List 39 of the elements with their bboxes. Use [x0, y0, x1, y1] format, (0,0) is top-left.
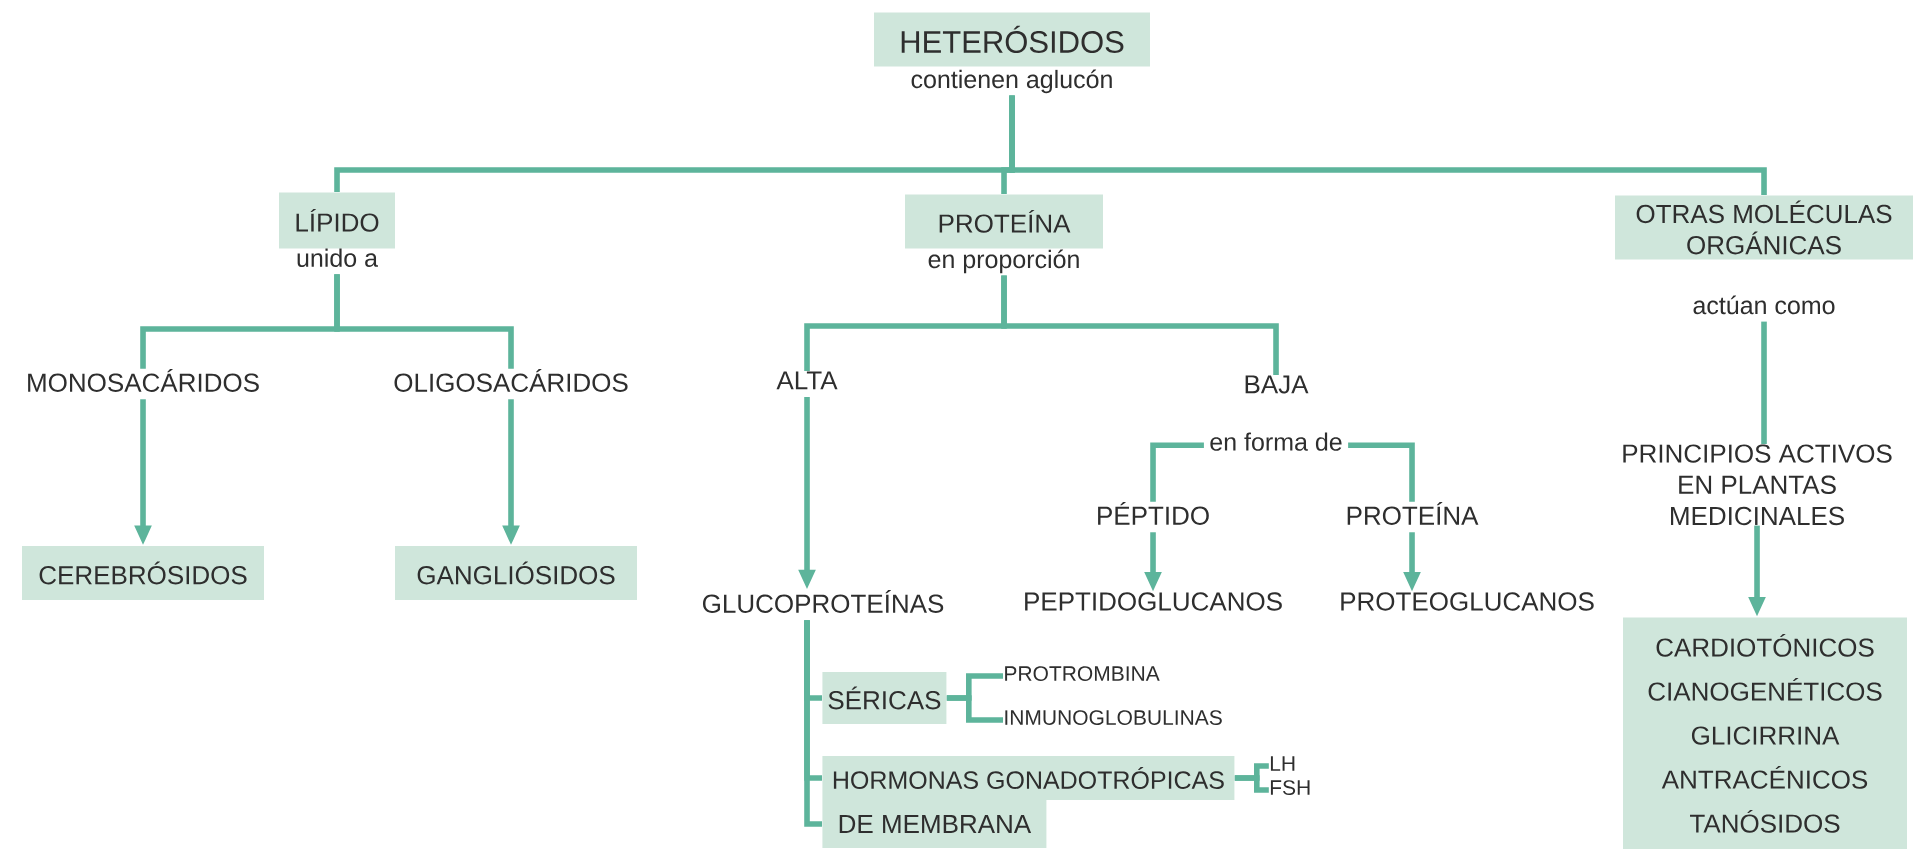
concept-label: INMUNOGLOBULINAS [1005, 710, 1222, 725]
concept-label: PEPTIDOGLUCANOS [1025, 592, 1282, 611]
node-label: actúan como [1693, 295, 1835, 315]
connector-line [946, 695, 1003, 723]
concept-box: HORMONAS GONADOTRÓPICAS [822, 756, 1235, 800]
concept-label: PÉPTIDO [1098, 502, 1209, 525]
concept-box: SÉRICAS [822, 672, 947, 724]
node-label: en proporción [928, 249, 1079, 274]
concept-label: PROTROMBINA [1005, 666, 1160, 681]
concept-box: GANGLIÓSIDOS [395, 546, 637, 600]
concept-label: PROTEOGLUCANOS [1341, 592, 1594, 611]
connector-line [1001, 275, 1279, 375]
concept-label: PRINCIPIOS ACTIVOS EN PLANTAS MEDICINALES [1623, 444, 1892, 526]
concept-box: DE MEMBRANA [822, 800, 1047, 848]
concept-label: OLIGOSACÁRIDOS [394, 369, 628, 392]
node-label: DE MEMBRANA [839, 815, 1032, 833]
concept-label: PROTEÍNA [1347, 502, 1479, 525]
concept-box: OTRAS MOLÉCULAS ORGÁNICAS actúan como [1615, 195, 1913, 315]
connector-line [1234, 775, 1269, 793]
node-label: unido a [297, 248, 378, 267]
concept-label: MONOSACÁRIDOS [28, 369, 259, 392]
connector-line [1348, 442, 1415, 502]
concept-label: LH [1270, 756, 1295, 771]
connector-line [1150, 442, 1204, 502]
connector-line [1761, 321, 1767, 444]
concept-box: CEREBRÓSIDOS [22, 546, 264, 600]
concept-label: ALTA [776, 371, 838, 390]
node-label: contienen aglucón [911, 69, 1112, 94]
connector-line [334, 274, 514, 369]
list-box: CARDIOTÓNICOS CIANOGENÉTICOS GLICIRRINA ANTRACÉNICOS TANÓSIDOS [1623, 617, 1907, 849]
connector-line [1009, 95, 1767, 195]
concept-box: LÍPIDO unido a [279, 192, 395, 267]
concept-box: HETERÓSIDOS contienen aglucón [874, 12, 1150, 94]
concept-label: FSH [1270, 780, 1310, 795]
concept-label: GLUCOPROTEÍNAS [703, 590, 944, 613]
node-label: HORMONAS GONADOTRÓPICAS [833, 767, 1224, 789]
concept-label: BAJA en forma de [1210, 375, 1342, 451]
connector-line [804, 620, 822, 827]
concept-box: PROTEÍNA en proporción [905, 194, 1103, 274]
